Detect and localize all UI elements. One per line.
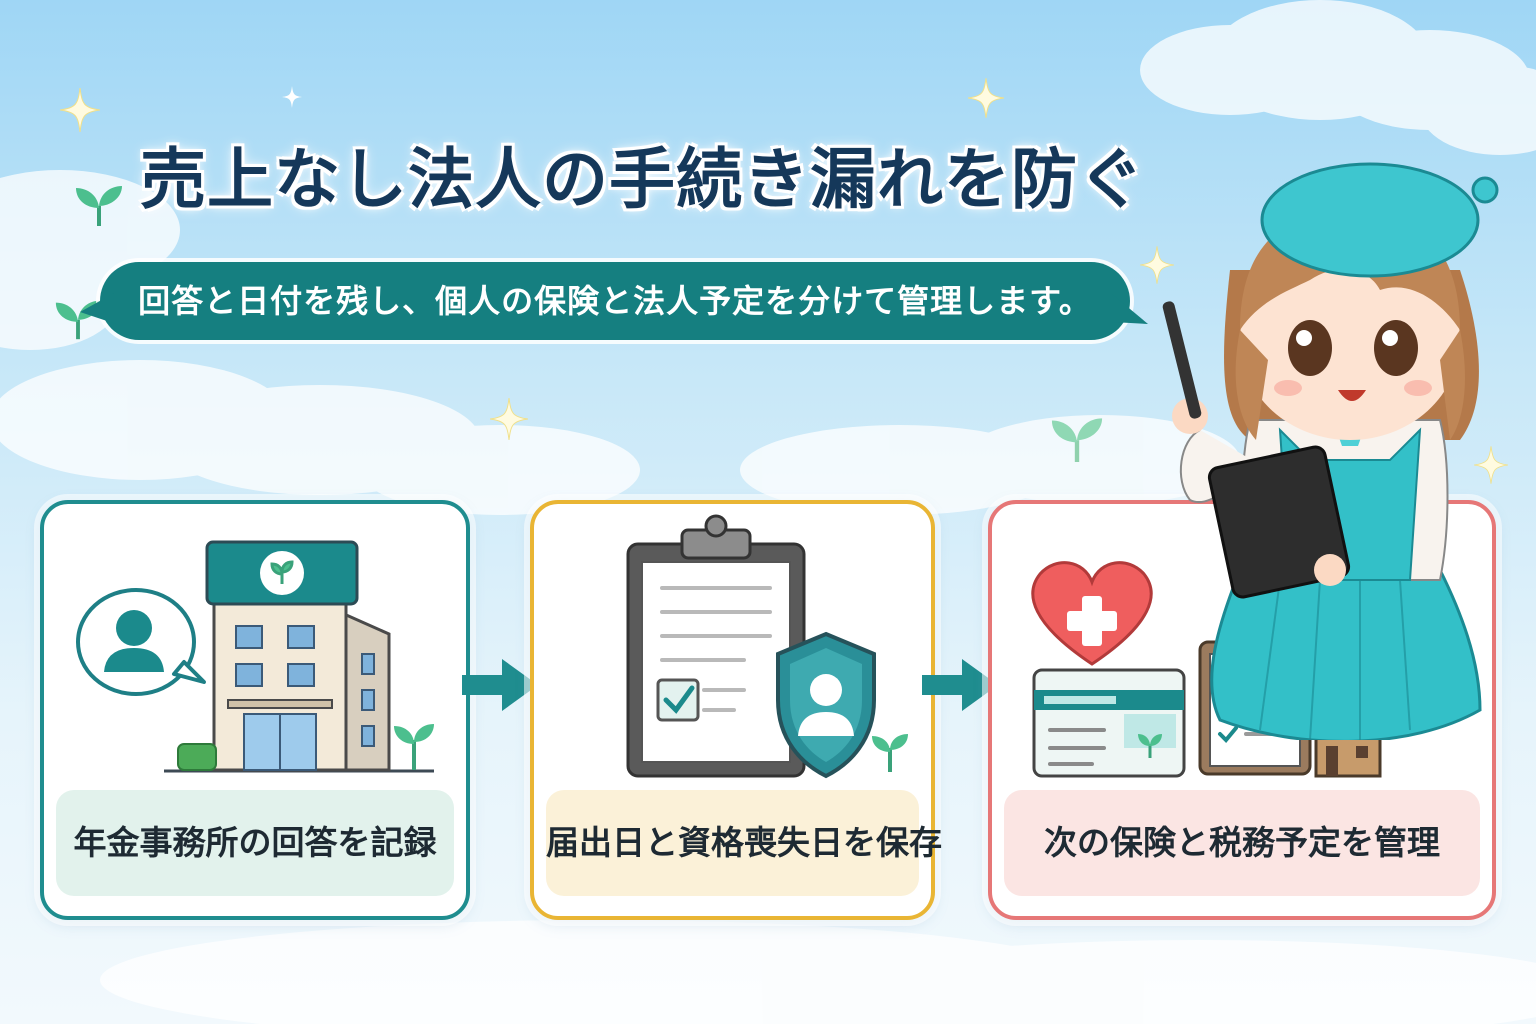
- speech-tail-icon: [80, 292, 116, 324]
- sparkle-icon: [490, 398, 528, 440]
- sprout-icon: [76, 186, 122, 226]
- office-building-icon: [76, 540, 434, 773]
- sparkle-icon: [968, 78, 1004, 118]
- sparkle-icon: [1140, 246, 1174, 284]
- step-label-3: 次の保険と税務予定を管理: [1004, 790, 1480, 896]
- step-label-2: 届出日と資格喪失日を保存: [546, 790, 942, 896]
- step-card-2: 届出日と資格喪失日を保存: [530, 500, 942, 920]
- sparkle-icon: [282, 86, 302, 108]
- speech-tail-icon: [1112, 294, 1148, 324]
- sparkle-icon: [60, 88, 100, 132]
- clipboard-shield-icon: [626, 514, 908, 779]
- arrow-right-icon: [462, 659, 538, 711]
- subtitle-text: 回答と日付を残し、個人の保険と法人予定を分けて管理します。: [138, 282, 1092, 320]
- subtitle-banner: 回答と日付を残し、個人の保険と法人予定を分けて管理します。: [80, 262, 1148, 340]
- arrow-right-icon: [922, 659, 998, 711]
- page-title: 売上なし法人の手続き漏れを防ぐ: [140, 141, 1145, 218]
- sparkle-icon: [1474, 446, 1508, 484]
- step-label-1: 年金事務所の回答を記録: [56, 790, 454, 896]
- mascot-girl-illustration: [1162, 162, 1499, 740]
- step-card-1: 年金事務所の回答を記録: [40, 500, 470, 920]
- sprout-icon: [1051, 418, 1103, 462]
